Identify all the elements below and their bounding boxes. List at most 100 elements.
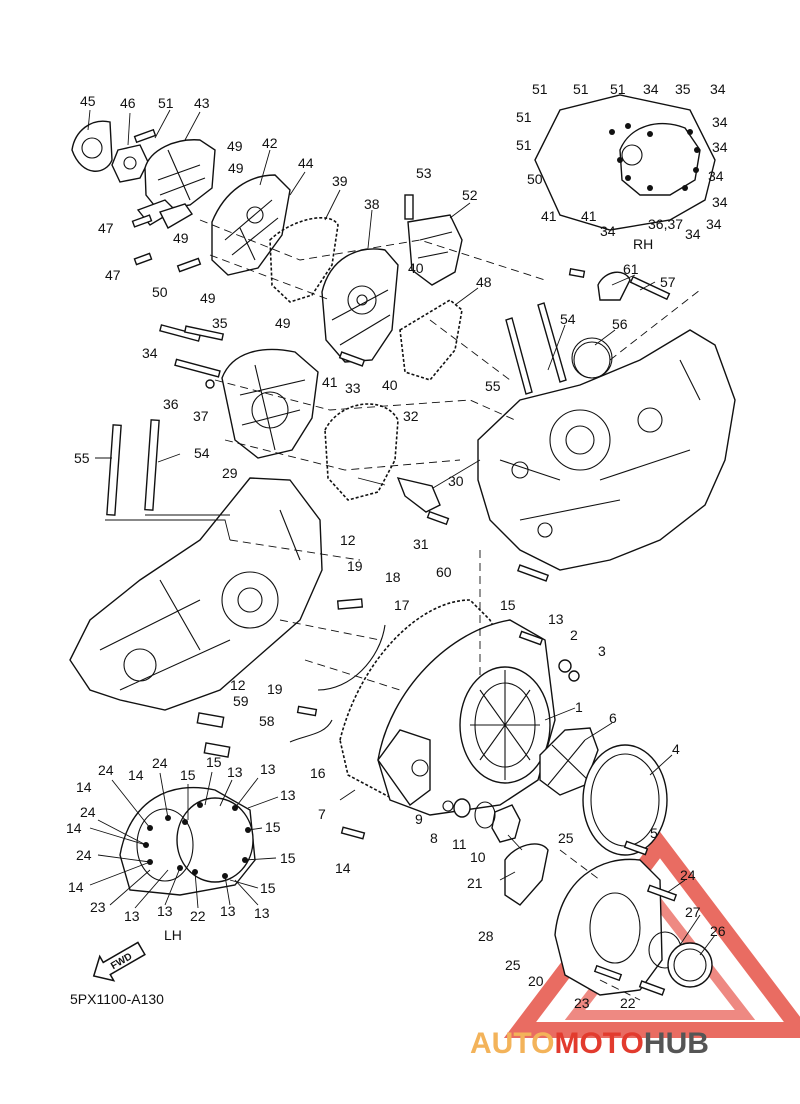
callout-46: 46: [120, 95, 136, 111]
callout-51: 51: [158, 95, 174, 111]
callout-32: 32: [403, 408, 419, 424]
watermark-auto: AUTO: [470, 1027, 554, 1060]
crankcase-right: [477, 329, 736, 571]
callout-55: 55: [74, 450, 90, 466]
plug-10: [491, 804, 521, 843]
crankcase-left: [69, 477, 323, 711]
callout-4: 4: [672, 741, 680, 757]
callout-17: 17: [394, 597, 410, 613]
callout-6: 6: [609, 710, 617, 726]
callout-31: 31: [413, 536, 429, 552]
callout-15: 15: [500, 597, 516, 613]
lh-detail-view: [119, 786, 256, 896]
fwd-arrow-icon: FWD: [92, 941, 146, 982]
watermark-moto: MOTO: [554, 1027, 643, 1060]
assembly-dashed-lines: [105, 219, 701, 1001]
cap-26: [667, 942, 713, 988]
lh-callout-14: 14: [128, 767, 144, 783]
lh-callout-13: 13: [220, 903, 236, 919]
rh-callout-34: 34: [685, 226, 701, 242]
lh-leader-lines: [89, 771, 279, 909]
callout-52: 52: [462, 187, 478, 203]
lh-callout-15: 15: [206, 754, 222, 770]
callout-26: 26: [710, 923, 726, 939]
rh-callout-34: 34: [712, 194, 728, 210]
callout-59: 59: [233, 693, 249, 709]
callout-13: 13: [548, 611, 564, 627]
callout-3: 3: [598, 643, 606, 659]
lh-callout-13: 13: [157, 903, 173, 919]
callout-60: 60: [436, 564, 452, 580]
seal-8: [453, 798, 471, 818]
lh-callout-23: 23: [90, 899, 106, 915]
rh-callout-34: 34: [712, 114, 728, 130]
gasket-32: [324, 403, 399, 501]
callout-23: 23: [574, 995, 590, 1011]
callout-44: 44: [298, 155, 314, 171]
lh-callout-22: 22: [190, 908, 206, 924]
callout-49: 49: [173, 230, 189, 246]
lh-callout-13: 13: [227, 764, 243, 780]
callout-20: 20: [528, 973, 544, 989]
rh-detail-view: [534, 94, 716, 231]
lh-callout-15: 15: [265, 819, 281, 835]
callout-29: 29: [222, 465, 238, 481]
callout-49: 49: [200, 290, 216, 306]
callout-10: 10: [470, 849, 486, 865]
callout-48: 48: [476, 274, 492, 290]
callout-27: 27: [685, 904, 701, 920]
lh-callout-15: 15: [180, 767, 196, 783]
rh-callout-51: 51: [532, 81, 548, 97]
callout-54: 54: [194, 445, 210, 461]
callout-35: 35: [212, 315, 228, 331]
o-ring-11: [474, 801, 496, 829]
lh-callout-13: 13: [124, 908, 140, 924]
rh-callout-51: 51: [573, 81, 589, 97]
callout-12: 12: [230, 677, 246, 693]
callout-labels: 45 46 51 43 42 44 39 53 49 49 49 49 49 4…: [66, 81, 728, 1011]
lh-callout-24: 24: [80, 804, 96, 820]
lh-callout-24: 24: [98, 762, 114, 778]
callout-19: 19: [267, 681, 283, 697]
callout-9: 9: [415, 811, 423, 827]
callout-47: 47: [98, 220, 114, 236]
lh-callout-14: 14: [68, 879, 84, 895]
callout-49: 49: [227, 138, 243, 154]
callout-37: 37: [193, 408, 209, 424]
fwd-label: FWD: [109, 951, 134, 972]
rh-callout-51: 51: [516, 109, 532, 125]
callout-21: 21: [467, 875, 483, 891]
callout-18: 18: [385, 569, 401, 585]
studs-right: [505, 302, 567, 395]
callout-8: 8: [430, 830, 438, 846]
bracket-30: [396, 477, 441, 513]
lh-callout-15: 15: [260, 880, 276, 896]
callout-28: 28: [478, 928, 494, 944]
rh-callout-34: 34: [712, 139, 728, 155]
callout-42: 42: [262, 135, 278, 151]
watermark-hub: HUB: [644, 1027, 709, 1060]
callout-25: 25: [505, 957, 521, 973]
studs-left: [106, 419, 160, 516]
rh-callout-41: 41: [541, 208, 557, 224]
callout-30: 30: [448, 473, 464, 489]
callout-56: 56: [612, 316, 628, 332]
callout-53: 53: [416, 165, 432, 181]
lh-callout-24: 24: [152, 755, 168, 771]
rh-callout-34: 34: [643, 81, 659, 97]
callout-2: 2: [570, 627, 578, 643]
timing-cover-group: [71, 120, 216, 229]
callout-61: 61: [623, 261, 639, 277]
lh-callout-13: 13: [254, 905, 270, 921]
gasket-39: [269, 217, 339, 303]
gasket-48: [399, 299, 463, 381]
callout-34: 34: [142, 345, 158, 361]
callout-39: 39: [332, 173, 348, 189]
rh-view-label: RH: [633, 236, 653, 252]
rh-callout-50: 50: [527, 171, 543, 187]
callout-49: 49: [228, 160, 244, 176]
rh-callout-51: 51: [610, 81, 626, 97]
pipe-16: [289, 719, 333, 743]
callout-50: 50: [152, 284, 168, 300]
